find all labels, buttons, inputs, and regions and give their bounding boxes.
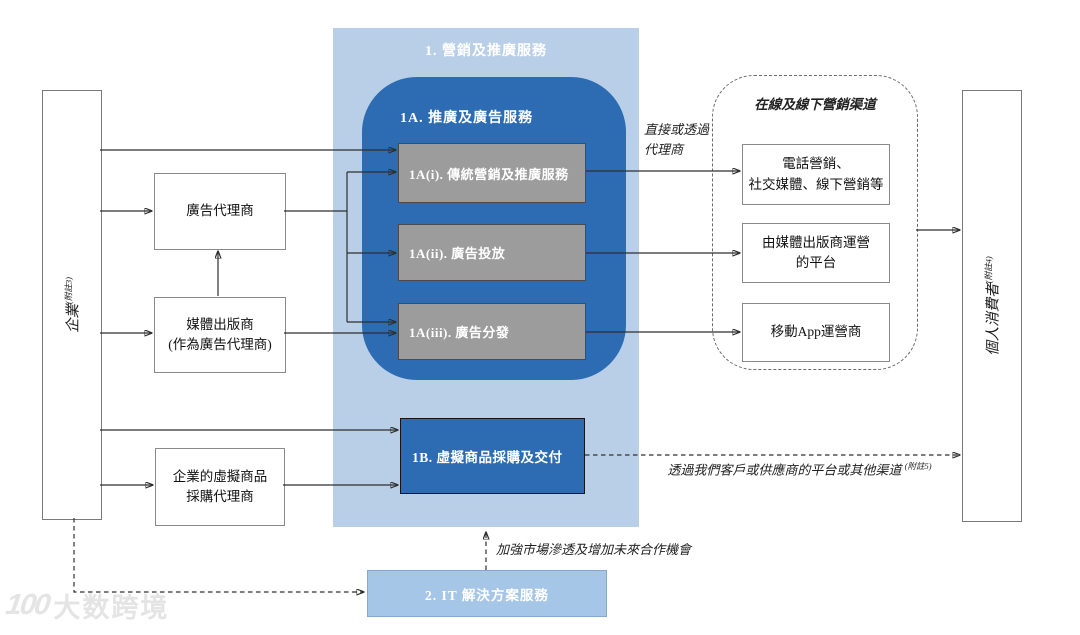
ad-agency-box: 廣告代理商 bbox=[154, 173, 286, 250]
caption-strengthen: 加強市場滲透及增加未來合作機會 bbox=[496, 542, 692, 557]
caption-via-platform: 透過我們客戶或供應商的平台或其他渠道 (附註5) bbox=[667, 461, 932, 478]
enterprise-box: 企業(附註3) bbox=[42, 90, 102, 520]
consumer-note: (附註4) bbox=[983, 256, 994, 284]
service-1a-ii-box: 1A(ii). 廣告投放 bbox=[398, 224, 586, 281]
section1-title: 1. 營銷及推廣服務 bbox=[425, 44, 547, 59]
service-1a-iii-box: 1A(iii). 廣告分發 bbox=[398, 303, 586, 360]
watermark-text: 大数跨境 bbox=[53, 593, 170, 623]
media-publisher-box: 媒體出版商 (作為廣告代理商) bbox=[154, 297, 286, 373]
consumer-box: 個人消費者(附註4) bbox=[962, 90, 1022, 522]
media-platform-box: 由媒體出版商運營 的平台 bbox=[742, 223, 890, 283]
section2-box: 2. IT 解決方案服務 bbox=[367, 570, 607, 617]
channels-container: 在線及線下營銷渠道 bbox=[712, 75, 918, 370]
enterprise-note: (附註3) bbox=[63, 277, 74, 304]
service-1b-box: 1B. 虛擬商品採購及交付 bbox=[400, 418, 585, 494]
procurement-agent-box: 企業的虛擬商品 採購代理商 bbox=[155, 448, 285, 526]
section1a-title: 1A. 推廣及廣告服務 bbox=[400, 111, 534, 126]
service-1a-i-box: 1A(i). 傳統營銷及推廣服務 bbox=[398, 143, 586, 203]
enterprise-label: 企業(附註3) bbox=[63, 277, 82, 333]
caption-direct-or-agent: 直接或透過 代理商 bbox=[644, 122, 710, 158]
mobile-app-box: 移動App運營商 bbox=[742, 303, 890, 362]
telemarketing-box: 電話營銷、 社交媒體、線下營銷等 bbox=[742, 144, 890, 205]
channels-title: 在線及線下營銷渠道 bbox=[754, 97, 876, 112]
watermark: 100 大数跨境 bbox=[3, 586, 170, 625]
consumer-label: 個人消費者(附註4) bbox=[983, 256, 1002, 356]
caption-via-platform-note: (附註5) bbox=[904, 461, 932, 471]
watermark-logo-icon: 100 bbox=[3, 589, 51, 621]
